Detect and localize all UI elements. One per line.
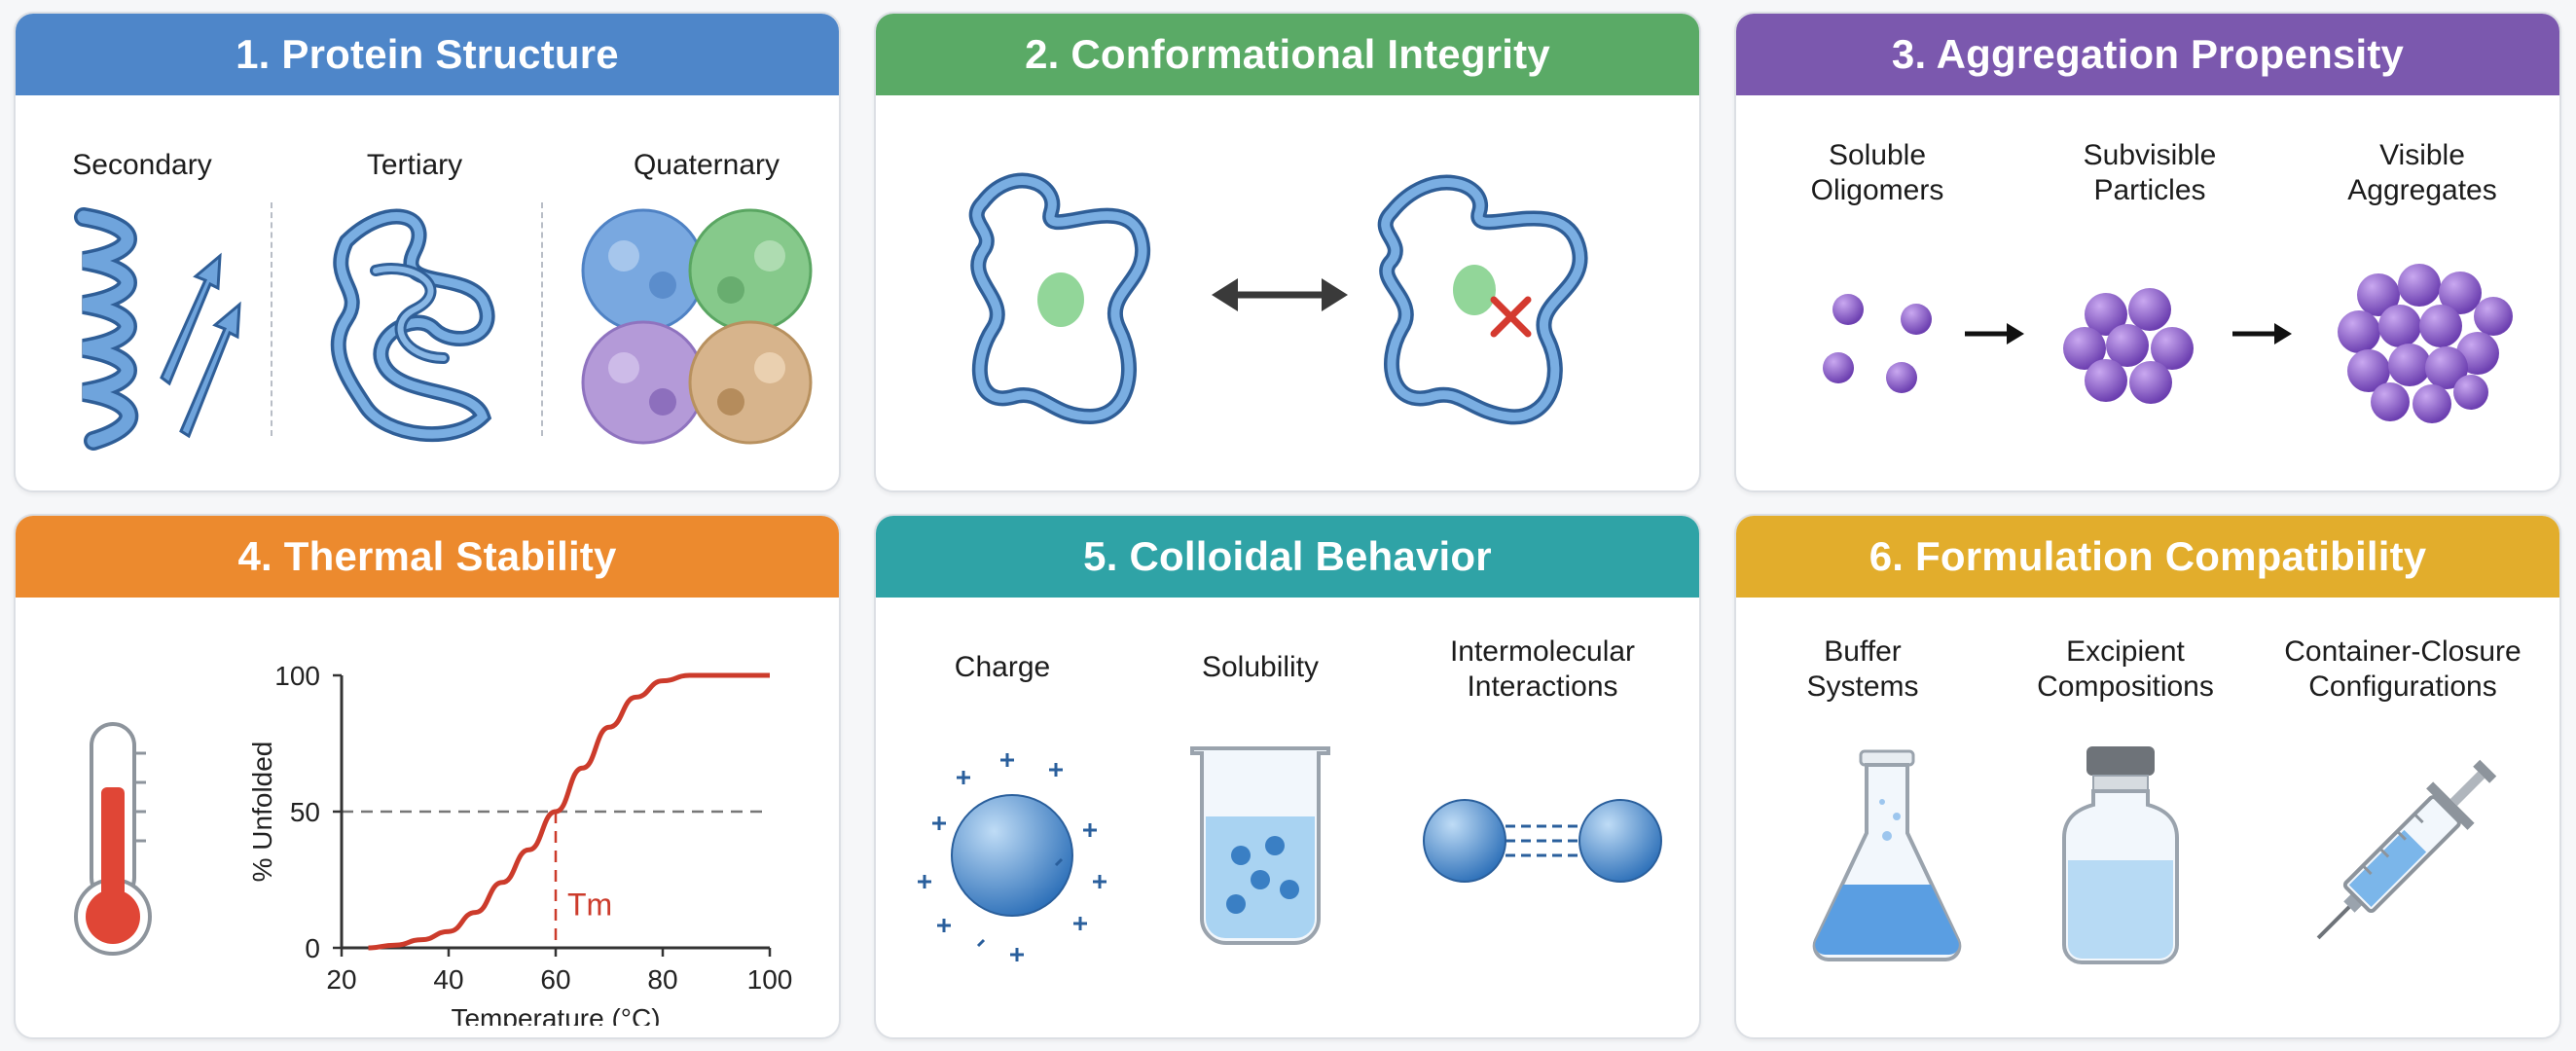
divider — [541, 202, 543, 436]
tertiary-fold-icon — [330, 208, 495, 443]
label-secondary: Secondary — [72, 149, 212, 181]
thermal-unfolding-chart: 20 40 60 80 100 0 50 100 Temperature (°C) % Unf… — [247, 661, 793, 1026]
label-visible-aggregates: Visible Aggregates — [2347, 139, 2497, 206]
thermometer-icon — [74, 722, 152, 956]
panel-colloidal-behavior: 5. Colloidal Behavior Charge Solubility … — [874, 514, 1701, 1039]
panel-conformational-integrity: 2. Conformational Integrity — [874, 12, 1701, 492]
syringe-icon — [2316, 759, 2497, 940]
arrow-icon — [1965, 323, 2024, 344]
oligomer-particles-icon — [1823, 294, 1932, 393]
label-quaternary: Quaternary — [633, 149, 780, 181]
arrow-icon — [2232, 323, 2292, 344]
panel-formulation-compatibility: 6. Formulation Compatibility Buffer Syst… — [1734, 514, 2561, 1039]
label-buffer-systems: Buffer Systems — [1806, 635, 1919, 703]
alpha-helix-icon — [74, 207, 139, 451]
panel-title: 6. Formulation Compatibility — [1736, 516, 2559, 598]
label-container-closure-configurations: Container-Closure Configurations — [2284, 635, 2522, 703]
x-tick-label: 40 — [433, 964, 463, 995]
x-tick-label: 20 — [326, 964, 356, 995]
beaker-icon — [1190, 746, 1330, 945]
panel-title: 4. Thermal Stability — [16, 516, 839, 598]
panel-aggregation-propensity: 3. Aggregation Propensity Soluble Oligom… — [1734, 12, 2561, 492]
x-tick-label: 100 — [747, 964, 793, 995]
misfolded-protein-icon — [1377, 174, 1588, 425]
charged-particle-icon — [918, 753, 1107, 961]
label-soluble-oligomers: Soluble Oligomers — [1810, 139, 1944, 206]
y-axis-label: % Unfolded — [247, 742, 277, 883]
y-tick-label: 50 — [290, 797, 320, 827]
panel-protein-structure: 1. Protein Structure Secondary Tertiary … — [14, 12, 841, 492]
y-tick-label: 0 — [305, 933, 320, 963]
panel-thermal-stability: 4. Thermal Stability 20 40 60 80 100 0 50 100 T… — [14, 514, 841, 1039]
x-tick-label: 80 — [647, 964, 677, 995]
x-tick-label: 60 — [540, 964, 570, 995]
quaternary-complex-icon — [581, 208, 813, 445]
label-charge: Charge — [954, 651, 1051, 683]
tm-annotation: Tm — [567, 887, 612, 922]
double-arrow-icon — [1212, 278, 1348, 311]
panel-title: 1. Protein Structure — [16, 14, 839, 95]
label-subvisible-particles: Subvisible Particles — [2083, 139, 2217, 206]
panel-title: 2. Conformational Integrity — [876, 14, 1699, 95]
native-fold-icon — [968, 172, 1151, 425]
beta-sheet-icon — [160, 252, 241, 439]
flask-icon — [1812, 749, 1962, 962]
y-tick-label: 100 — [274, 661, 320, 691]
x-axis-label: Temperature (°C) — [451, 1003, 660, 1026]
panel-title: 5. Colloidal Behavior — [876, 516, 1699, 598]
label-intermolecular-interactions: Intermolecular Interactions — [1449, 635, 1636, 703]
label-solubility: Solubility — [1201, 651, 1320, 683]
visible-aggregates-icon — [2338, 264, 2513, 423]
label-tertiary: Tertiary — [366, 149, 463, 181]
intermolecular-interaction-icon — [1423, 799, 1662, 883]
panel-title: 3. Aggregation Propensity — [1736, 14, 2559, 95]
unfolding-curve — [368, 672, 770, 951]
subvisible-particles-icon — [2063, 288, 2194, 404]
divider — [271, 202, 272, 436]
vial-icon — [2062, 746, 2179, 964]
label-excipient-compositions: Excipient Compositions — [2037, 635, 2214, 703]
